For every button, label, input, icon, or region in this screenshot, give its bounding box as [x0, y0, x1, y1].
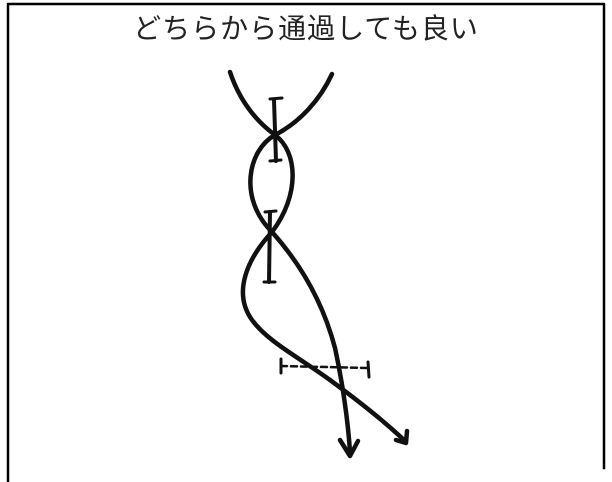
path-b [248, 71, 353, 455]
path-a [227, 69, 407, 443]
caption-text: どちらから通過しても良い [133, 12, 479, 45]
gate-3-dashed-line [279, 364, 370, 370]
gate-2-pole [267, 210, 272, 284]
arrow-head-left [337, 437, 361, 459]
arrow-head-right [393, 428, 410, 446]
gate-1-pole [272, 98, 278, 163]
gate-1-top-cap [268, 96, 284, 101]
gate-3-right-cap [366, 360, 371, 379]
gate-2-top-cap [263, 209, 278, 214]
frame-border [6, 2, 606, 482]
gate-1-bottom-cap [268, 158, 283, 163]
